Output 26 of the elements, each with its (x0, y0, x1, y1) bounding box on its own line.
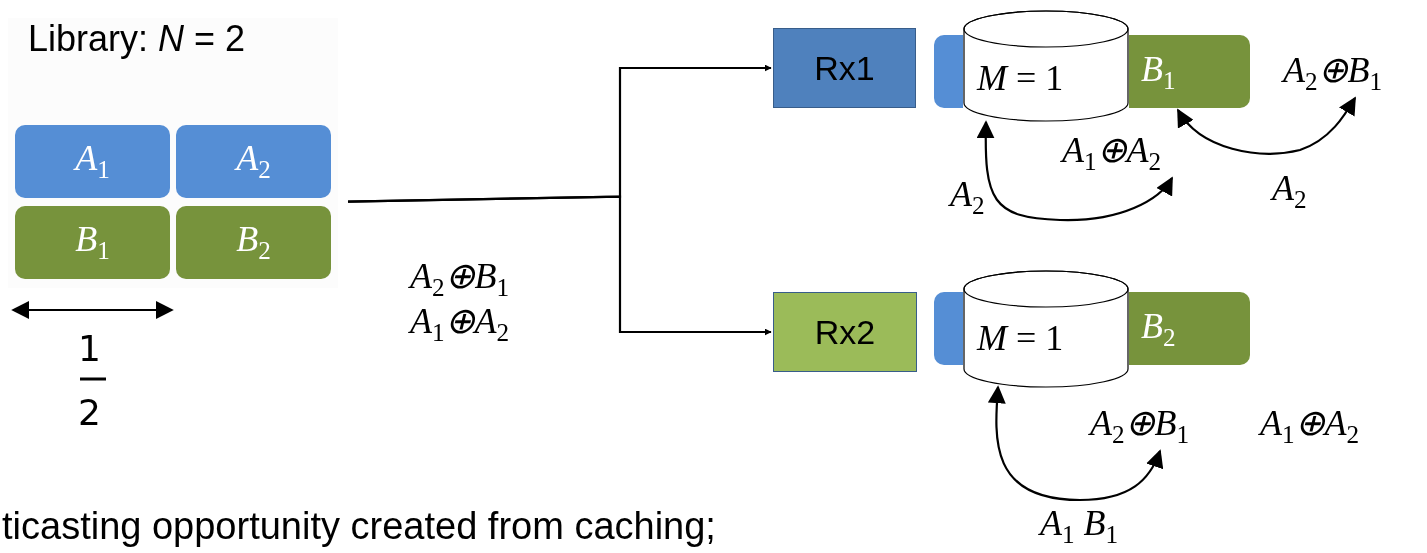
fraction-digit: 1 (78, 328, 101, 369)
arrow (347, 195, 772, 336)
memory-block: A$_{2}$ (176, 125, 331, 198)
math-expression: A$_{2}$⊕B$_{1}$ (1283, 52, 1423, 98)
math-expression: A$_{2}$⊕B$_{1}$ (1090, 405, 1190, 448)
arrow (976, 120, 1173, 222)
caption: ticasting opportunity created from caching; (2, 505, 716, 548)
math-expression: A$_{1}$⊕A$_{2}$ (410, 303, 510, 346)
memory-block: B$_{2}$ (176, 206, 331, 279)
receiver-box: Rx2 (773, 292, 917, 372)
cache-cylinder: M = 1 (963, 10, 1129, 122)
cached-block (934, 35, 963, 108)
memory-block: A$_{1}$ (15, 125, 170, 198)
math-expression: A$_{1}$⊕A$_{2}$ (1260, 405, 1360, 448)
memory-block: B$_{1}$ (15, 206, 170, 279)
cached-block: B$_{1}$ (1129, 35, 1250, 108)
cache-cylinder: M = 1 (963, 270, 1129, 388)
arrow (987, 385, 1163, 502)
cached-block (934, 292, 963, 365)
math-expression: A$_{1}$⊕A$_{2}$ (1062, 132, 1212, 178)
arrow (1177, 96, 1356, 155)
fraction-digit: 2 (78, 392, 101, 433)
receiver-box: Rx1 (773, 28, 916, 108)
heading: Library: N = 2 (28, 18, 246, 60)
math-expression: A$_{2}$⊕B$_{1}$ (410, 258, 510, 301)
cached-block: B$_{2}$ (1129, 292, 1250, 365)
